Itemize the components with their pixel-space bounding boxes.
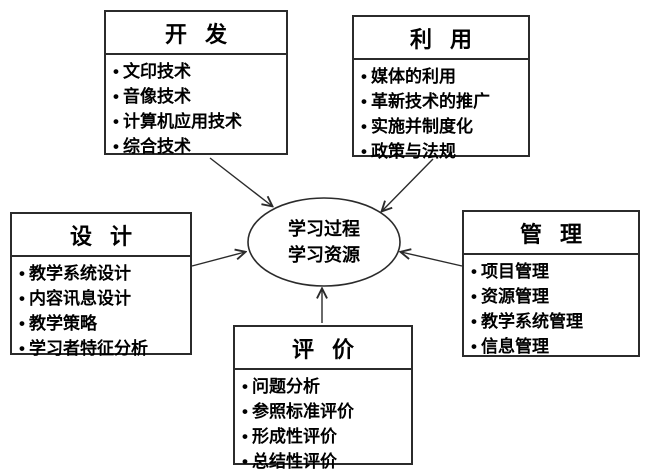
list-item: •教学系统设计 [19, 261, 186, 286]
list-item: •革新技术的推广 [361, 89, 524, 114]
box-design: 设 计 •教学系统设计 •内容讯息设计 •教学策略 •学习者特征分析 [10, 212, 192, 358]
list-item-label: 综合技术 [123, 137, 191, 156]
box-management: 管 理 •项目管理 •资源管理 •教学系统管理 •信息管理 [462, 210, 640, 357]
bullet-icon: • [242, 402, 248, 421]
arrow-development-to-center [209, 157, 272, 206]
bullet-icon: • [242, 452, 248, 471]
box-management-title: 管 理 [464, 212, 638, 255]
list-item: •教学系统管理 [471, 309, 634, 334]
bullet-icon: • [361, 142, 367, 161]
list-item: •文印技术 [113, 59, 282, 84]
list-item: •问题分析 [242, 374, 407, 399]
list-item-label: 教学系统设计 [29, 264, 131, 283]
list-item: •内容讯息设计 [19, 286, 186, 311]
bullet-icon: • [242, 377, 248, 396]
list-item-label: 实施并制度化 [371, 117, 473, 136]
box-utilization: 利 用 •媒体的利用 •革新技术的推广 •实施并制度化 •政策与法规 [352, 15, 530, 161]
bullet-icon: • [19, 289, 25, 308]
bullet-icon: • [113, 112, 119, 131]
list-item-label: 媒体的利用 [371, 67, 456, 86]
list-item: •项目管理 [471, 259, 634, 284]
arrow-design-to-center [191, 252, 245, 267]
list-item: •形成性评价 [242, 424, 407, 449]
bullet-icon: • [19, 314, 25, 333]
bullet-icon: • [361, 67, 367, 86]
list-item: •参照标准评价 [242, 399, 407, 424]
bullet-icon: • [471, 287, 477, 306]
box-development: 开 发 •文印技术 •音像技术 •计算机应用技术 •综合技术 [104, 10, 288, 156]
list-item: •信息管理 [471, 334, 634, 359]
list-item-label: 计算机应用技术 [123, 112, 242, 131]
bullet-icon: • [113, 62, 119, 81]
bullet-icon: • [113, 137, 119, 156]
list-item-label: 学习者特征分析 [29, 339, 148, 358]
list-item-label: 资源管理 [481, 287, 549, 306]
list-item: •媒体的利用 [361, 64, 524, 89]
bullet-icon: • [242, 427, 248, 446]
bullet-icon: • [471, 312, 477, 331]
list-item-label: 音像技术 [123, 87, 191, 106]
list-item: •学习者特征分析 [19, 336, 186, 361]
box-utilization-list: •媒体的利用 •革新技术的推广 •实施并制度化 •政策与法规 [354, 60, 528, 164]
box-design-title: 设 计 [12, 214, 190, 257]
box-utilization-title: 利 用 [354, 17, 528, 60]
list-item-label: 形成性评价 [252, 427, 337, 446]
list-item-label: 总结性评价 [252, 452, 337, 471]
list-item-label: 内容讯息设计 [29, 289, 131, 308]
bullet-icon: • [471, 337, 477, 356]
arrow-management-to-center [401, 252, 463, 267]
list-item-label: 政策与法规 [371, 142, 456, 161]
bullet-icon: • [19, 339, 25, 358]
box-development-list: •文印技术 •音像技术 •计算机应用技术 •综合技术 [106, 55, 286, 159]
box-development-title: 开 发 [106, 12, 286, 55]
list-item-label: 问题分析 [252, 377, 320, 396]
box-evaluation: 评 价 •问题分析 •参照标准评价 •形成性评价 •总结性评价 [233, 325, 413, 471]
bullet-icon: • [19, 264, 25, 283]
arrow-utilization-to-center [382, 158, 434, 211]
list-item: •总结性评价 [242, 449, 407, 473]
list-item: •综合技术 [113, 134, 282, 159]
list-item-label: 信息管理 [481, 337, 549, 356]
list-item: •计算机应用技术 [113, 109, 282, 134]
list-item: •音像技术 [113, 84, 282, 109]
list-item-label: 革新技术的推广 [371, 92, 490, 111]
list-item: •实施并制度化 [361, 114, 524, 139]
bullet-icon: • [113, 87, 119, 106]
box-evaluation-list: •问题分析 •参照标准评价 •形成性评价 •总结性评价 [235, 370, 411, 473]
list-item-label: 文印技术 [123, 62, 191, 81]
list-item-label: 教学策略 [29, 314, 97, 333]
bullet-icon: • [471, 262, 477, 281]
box-evaluation-title: 评 价 [235, 327, 411, 370]
center-label: 学习过程 学习资源 [248, 216, 400, 268]
center-label-line1: 学习过程 [288, 219, 360, 239]
list-item: •政策与法规 [361, 139, 524, 164]
bullet-icon: • [361, 92, 367, 111]
center-ellipse [247, 197, 401, 287]
bullet-icon: • [361, 117, 367, 136]
box-design-list: •教学系统设计 •内容讯息设计 •教学策略 •学习者特征分析 [12, 257, 190, 361]
list-item-label: 项目管理 [481, 262, 549, 281]
list-item-label: 参照标准评价 [252, 402, 354, 421]
list-item: •资源管理 [471, 284, 634, 309]
list-item: •教学策略 [19, 311, 186, 336]
center-label-line2: 学习资源 [288, 245, 360, 265]
list-item-label: 教学系统管理 [481, 312, 583, 331]
box-management-list: •项目管理 •资源管理 •教学系统管理 •信息管理 [464, 255, 638, 359]
